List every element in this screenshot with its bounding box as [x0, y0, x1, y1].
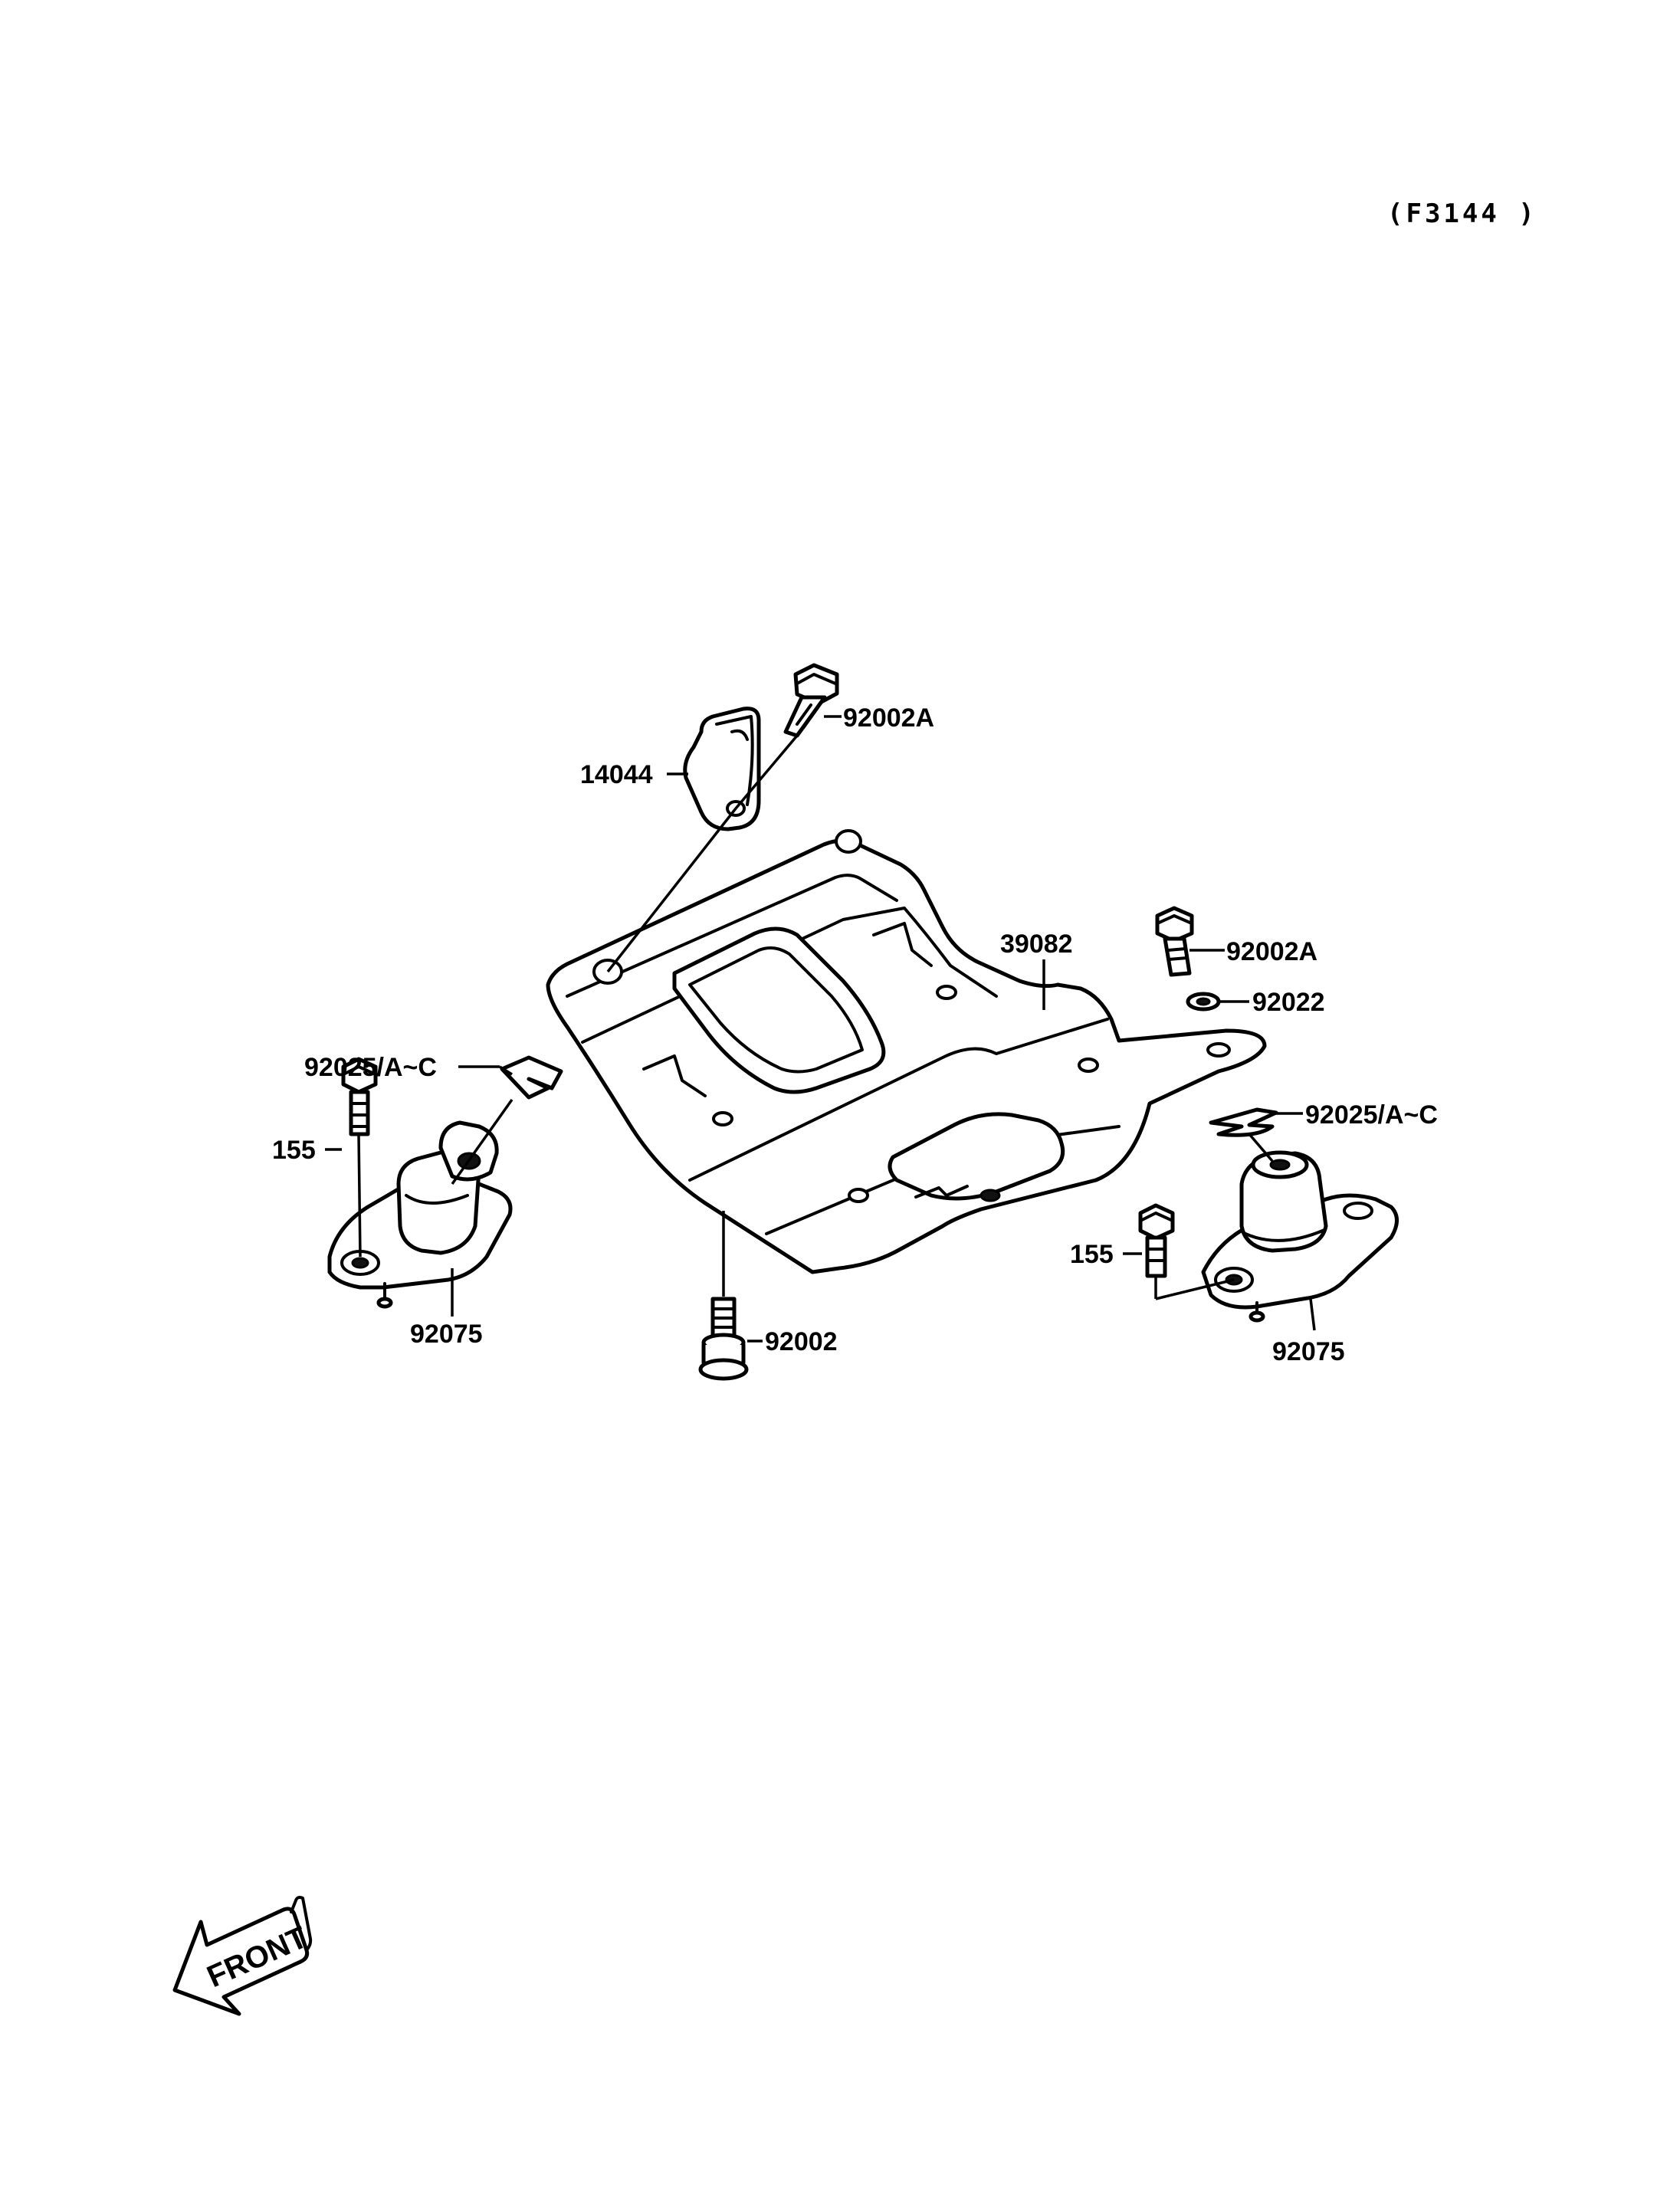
label-92002A-right: 92002A — [1226, 937, 1317, 966]
mount-hole — [1206, 1042, 1231, 1058]
label-155-right: 155 — [1070, 1240, 1114, 1269]
figure-code: (F3144 ) — [1387, 198, 1537, 229]
label-92025-left: 92025/A~C — [304, 1053, 437, 1082]
mount-hole — [979, 1189, 1001, 1202]
clip-left — [500, 1055, 563, 1100]
front-arrow-icon: FRONT — [172, 1896, 313, 2016]
mount-hole — [712, 1111, 733, 1126]
mount-hole — [835, 829, 862, 854]
bolt-155-right — [1138, 1203, 1175, 1278]
leader-lines — [325, 715, 1316, 1343]
label-92075-left: 92075 — [410, 1320, 483, 1349]
washer — [1186, 992, 1221, 1012]
bolt-155-left — [341, 1057, 378, 1136]
label-92002A-top: 92002A — [843, 703, 934, 733]
skid-plate — [546, 829, 1267, 1274]
bolt-bottom — [698, 1297, 749, 1381]
mount-hole — [1078, 1058, 1099, 1073]
engine-mount-left — [327, 1120, 513, 1309]
label-14044: 14044 — [580, 760, 653, 789]
clip-right — [1209, 1107, 1278, 1137]
bolt-right — [1155, 906, 1194, 977]
label-92022: 92022 — [1252, 988, 1325, 1017]
label-92002-bottom: 92002 — [765, 1327, 838, 1356]
label-39082: 39082 — [1000, 930, 1073, 959]
bracket — [683, 707, 761, 831]
label-92025-right: 92025/A~C — [1305, 1100, 1438, 1130]
bolt-top — [783, 663, 839, 738]
engine-mount-right — [1201, 1150, 1399, 1323]
label-92075-right: 92075 — [1272, 1337, 1345, 1366]
mount-hole — [936, 985, 957, 1000]
mount-hole — [848, 1188, 869, 1203]
label-155-left: 155 — [272, 1136, 316, 1165]
